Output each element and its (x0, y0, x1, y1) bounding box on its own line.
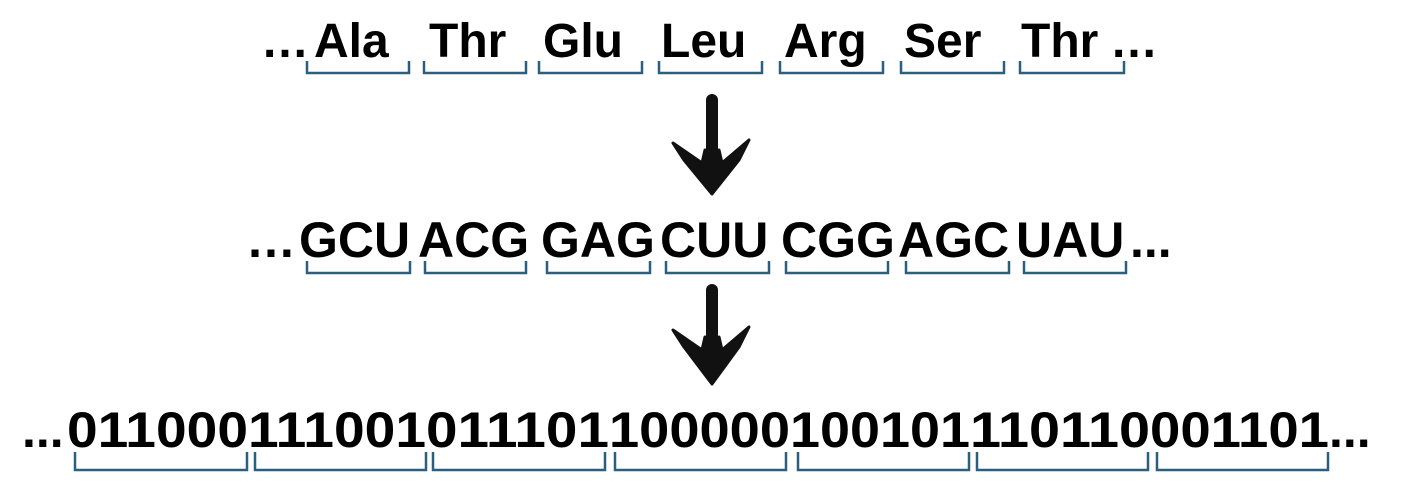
rna-bracket-2 (423, 261, 528, 275)
binary-bracket-5 (796, 452, 971, 472)
binary-codon-3: 011101 (426, 402, 609, 458)
binary-codon-4: 100000 (609, 402, 790, 458)
binary-bracket-1 (73, 452, 249, 472)
binary-bracket-2 (253, 452, 428, 472)
rna-bracket-3 (545, 261, 652, 275)
binary-bracket-4 (613, 452, 788, 472)
binary-codon-7: 001101 (1150, 402, 1329, 458)
protein-codon-4: Leu (661, 15, 746, 68)
protein-bracket-4 (657, 61, 764, 75)
protein-codon-7: Thr (1021, 15, 1098, 68)
rna-bracket-5 (784, 261, 890, 275)
protein-codon-5: Arg (784, 15, 867, 68)
down-arrow-icon (671, 284, 751, 386)
protein-bracket-7 (1018, 61, 1126, 75)
rna-bracket-4 (664, 261, 771, 275)
protein-bracket-5 (778, 61, 885, 75)
binary-codon-6: 110110 (970, 402, 1150, 458)
binary-bracket-6 (975, 452, 1150, 472)
rna-bracket-1 (305, 261, 412, 275)
protein-codon-6: Ser (904, 15, 981, 68)
protein-row: … Ala Thr Glu Leu Arg Ser Thr … (261, 15, 1158, 75)
protein-codon-3: Glu (543, 15, 623, 68)
binary-trail-ellipsis: ... (1329, 402, 1371, 458)
binary-bracket-3 (431, 452, 607, 472)
rna-codon-3: GAG (541, 212, 655, 268)
rna-lead-ellipsis: … (246, 212, 296, 268)
rna-codon-1: GCU (299, 212, 410, 268)
rna-codon-6: AGC (898, 212, 1009, 268)
binary-codon-1: 011000 (67, 402, 248, 458)
rna-bracket-7 (1022, 261, 1128, 275)
rna-trail-ellipsis: ... (1130, 212, 1172, 268)
binary-codon-5: 100101 (790, 402, 970, 458)
binary-bracket-7 (1155, 452, 1330, 472)
protein-bracket-2 (422, 61, 528, 75)
rna-codon-5: CGG (781, 212, 895, 268)
protein-bracket-3 (537, 61, 644, 75)
rna-codon-7: UAU (1016, 212, 1124, 268)
protein-bracket-6 (899, 61, 1006, 75)
protein-codon-2: Thr (429, 15, 506, 68)
protein-trail-ellipsis: … (1110, 15, 1158, 68)
rna-bracket-6 (904, 261, 1011, 275)
rna-codon-2: ACG (418, 212, 529, 268)
protein-bracket-1 (305, 61, 411, 75)
protein-codon-1: Ala (314, 15, 389, 68)
protein-lead-ellipsis: … (261, 15, 309, 68)
binary-lead-ellipsis: ... (22, 402, 64, 458)
binary-codon-2: 111001 (248, 402, 426, 458)
down-arrow-icon (671, 94, 751, 196)
rna-codon-4: CUU (660, 212, 768, 268)
binary-row: ... 011000 111001 011101 100000 100101 1… (22, 402, 1371, 472)
rna-row: … GCU ACG GAG CUU CGG AGC UAU ... (246, 212, 1172, 275)
